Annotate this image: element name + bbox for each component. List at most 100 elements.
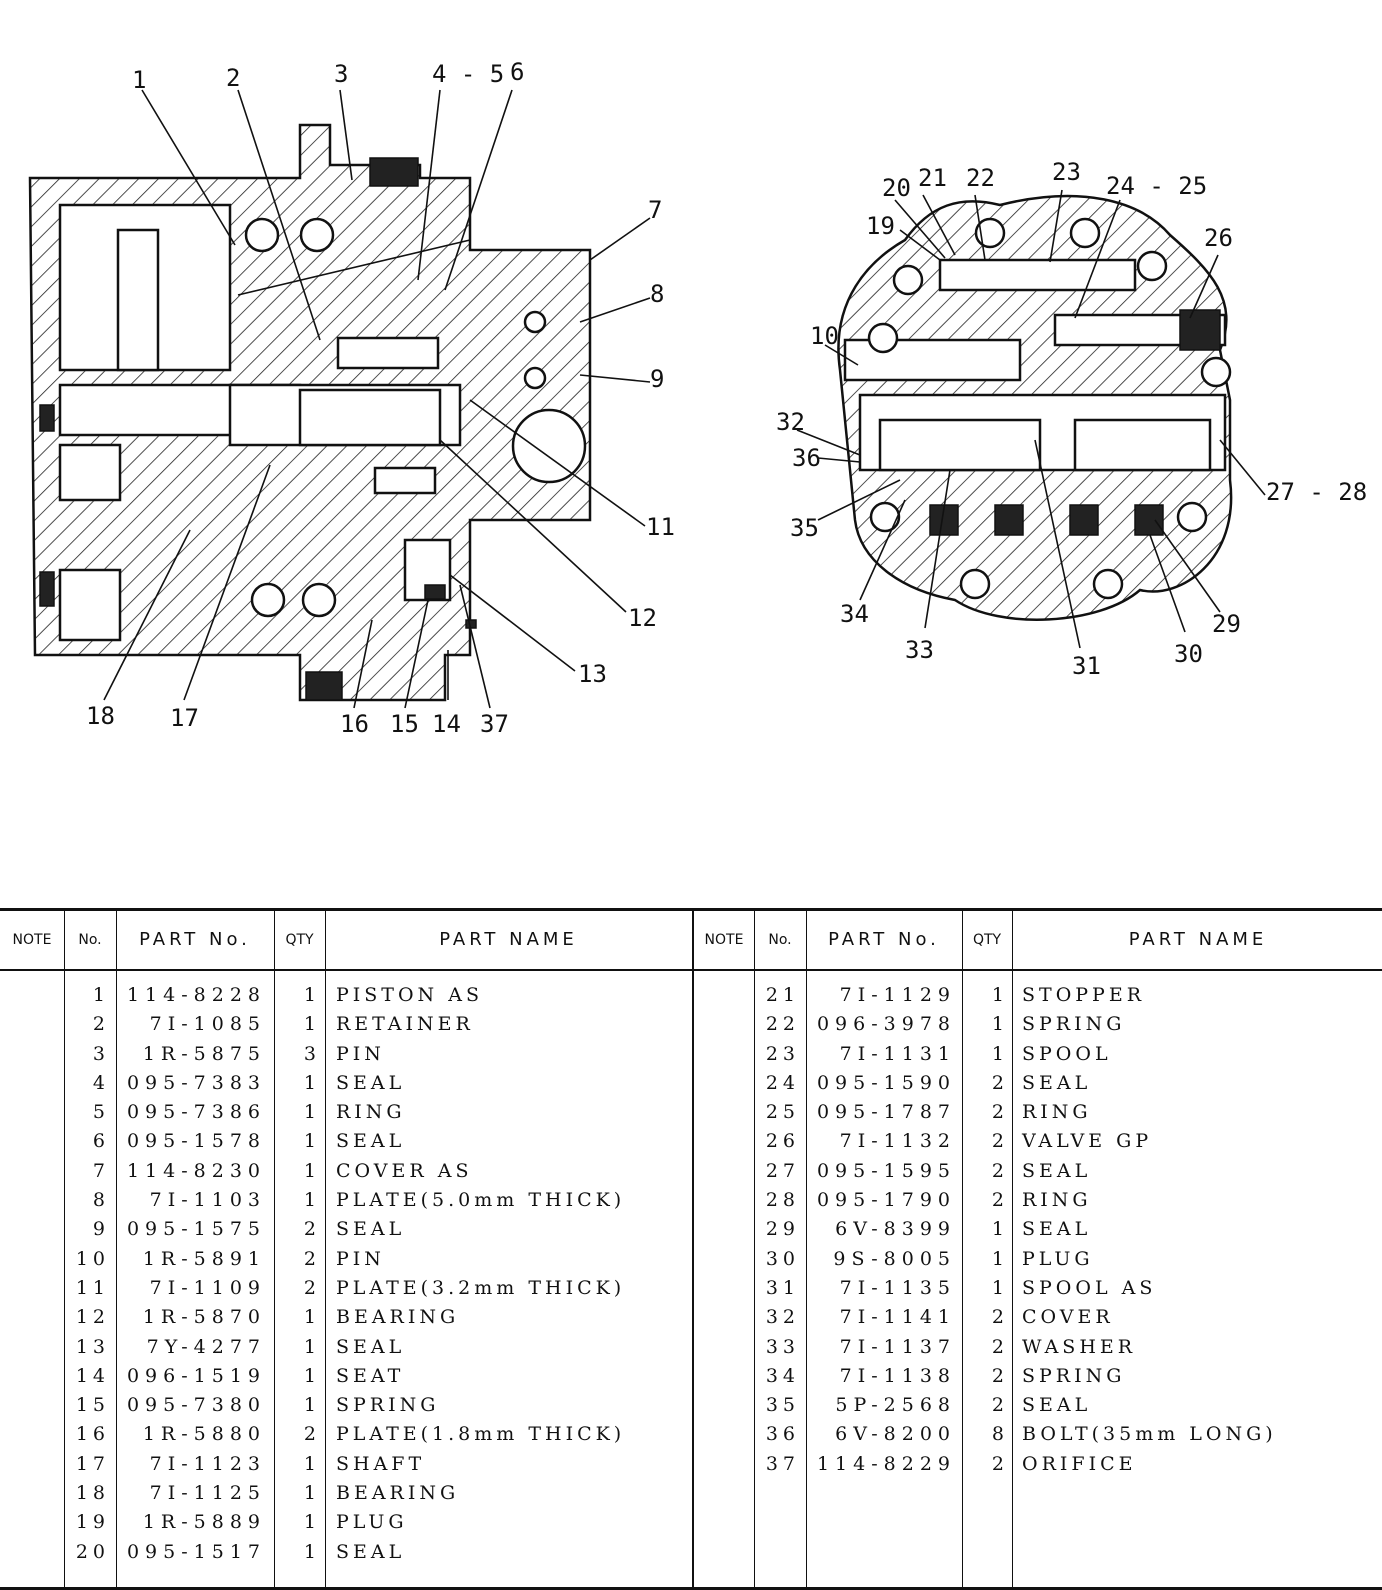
part-item-number: 33	[765, 1335, 800, 1358]
part-name: PLATE(3.2mm THICK)	[336, 1276, 626, 1299]
callout-1: 1	[132, 66, 146, 94]
callout-4-5: 4 - 5	[432, 60, 504, 88]
part-number: 7I-1137	[839, 1335, 956, 1358]
part-name: SEAL	[1022, 1071, 1092, 1094]
part-item-number: 19	[75, 1511, 110, 1534]
table-header: NOTE No. PART No. QTY PART NAME	[0, 911, 692, 971]
part-name: RING	[1022, 1101, 1092, 1124]
part-number: 7I-1109	[149, 1276, 266, 1299]
callout-2: 2	[226, 64, 240, 92]
part-name: SEAL	[1022, 1159, 1092, 1182]
part-quantity: 2	[303, 1276, 316, 1299]
part-item-number: 2	[92, 1013, 110, 1036]
part-number: 095-1790	[816, 1189, 956, 1212]
part-name: PLATE(5.0mm THICK)	[336, 1189, 626, 1212]
part-item-number: 18	[75, 1482, 110, 1505]
part-number: 095-1578	[126, 1130, 266, 1153]
part-quantity: 2	[303, 1218, 316, 1241]
part-quantity: 2	[991, 1130, 1004, 1153]
callout-3: 3	[334, 60, 348, 88]
part-number: 095-1595	[816, 1159, 956, 1182]
header-no: No.	[78, 932, 102, 948]
header-note: NOTE	[12, 932, 52, 948]
part-name: RING	[336, 1101, 406, 1124]
part-name: RING	[1022, 1189, 1092, 1212]
part-quantity: 1	[303, 1306, 316, 1329]
part-item-number: 22	[765, 1013, 800, 1036]
callout-21: 21	[918, 164, 947, 192]
part-item-number: 27	[765, 1159, 800, 1182]
part-name: COVER	[1022, 1306, 1114, 1329]
callout-17: 17	[170, 704, 199, 732]
callout-14: 14	[432, 710, 461, 738]
part-quantity: 1	[303, 1189, 316, 1212]
part-quantity: 1	[991, 984, 1004, 1006]
part-item-number: 9	[92, 1218, 110, 1241]
part-quantity: 1	[303, 1159, 316, 1182]
part-quantity: 2	[303, 1423, 316, 1446]
part-number: 7I-1141	[839, 1306, 956, 1329]
part-quantity: 2	[991, 1159, 1004, 1182]
part-item-number: 26	[765, 1130, 800, 1153]
part-number: 7Y-4277	[146, 1335, 266, 1358]
callout-10: 10	[810, 322, 839, 350]
header-part-no: PART No.	[828, 929, 940, 950]
part-number: 7I-1103	[149, 1189, 266, 1212]
part-name: SEAT	[336, 1364, 405, 1387]
part-number: 095-7380	[126, 1394, 266, 1417]
part-name: SEAL	[336, 1071, 406, 1094]
part-item-number: 13	[75, 1335, 110, 1358]
part-item-number: 21	[765, 984, 800, 1006]
callout-15: 15	[390, 710, 419, 738]
part-name: SEAL	[1022, 1394, 1092, 1417]
part-number: 1R-5889	[142, 1511, 266, 1534]
part-number: 7I-1123	[149, 1452, 266, 1475]
part-name: ORIFICE	[1022, 1452, 1137, 1475]
callout-30: 30	[1174, 640, 1203, 668]
part-name: SPRING	[1022, 1364, 1126, 1387]
callout-31: 31	[1072, 652, 1101, 680]
callout-36: 36	[792, 444, 821, 472]
part-number: 1R-5891	[142, 1247, 266, 1270]
part-item-number: 4	[92, 1071, 110, 1094]
part-item-number: 17	[75, 1452, 110, 1475]
callout-37: 37	[480, 710, 509, 738]
part-quantity: 2	[303, 1247, 316, 1270]
left-callouts: 1 2 3 4 - 5 6 7 8 9 11 12 13 37 14 15 16…	[86, 58, 675, 738]
part-number: 6V-8399	[835, 1218, 956, 1241]
part-number: 7I-1138	[839, 1364, 956, 1387]
part-number: 096-1519	[126, 1364, 266, 1387]
part-number: 1R-5880	[142, 1423, 266, 1446]
callout-20: 20	[882, 174, 911, 202]
part-name: RETAINER	[336, 1013, 474, 1036]
part-name: SEAL	[1022, 1218, 1092, 1241]
part-name: BEARING	[336, 1306, 460, 1329]
part-name: SEAL	[336, 1335, 406, 1358]
part-name: PIN	[336, 1042, 385, 1065]
part-name: BOLT(35mm LONG)	[1022, 1423, 1277, 1446]
part-item-number: 25	[765, 1101, 800, 1124]
part-number: 095-1590	[816, 1071, 956, 1094]
part-quantity: 2	[991, 1189, 1004, 1212]
